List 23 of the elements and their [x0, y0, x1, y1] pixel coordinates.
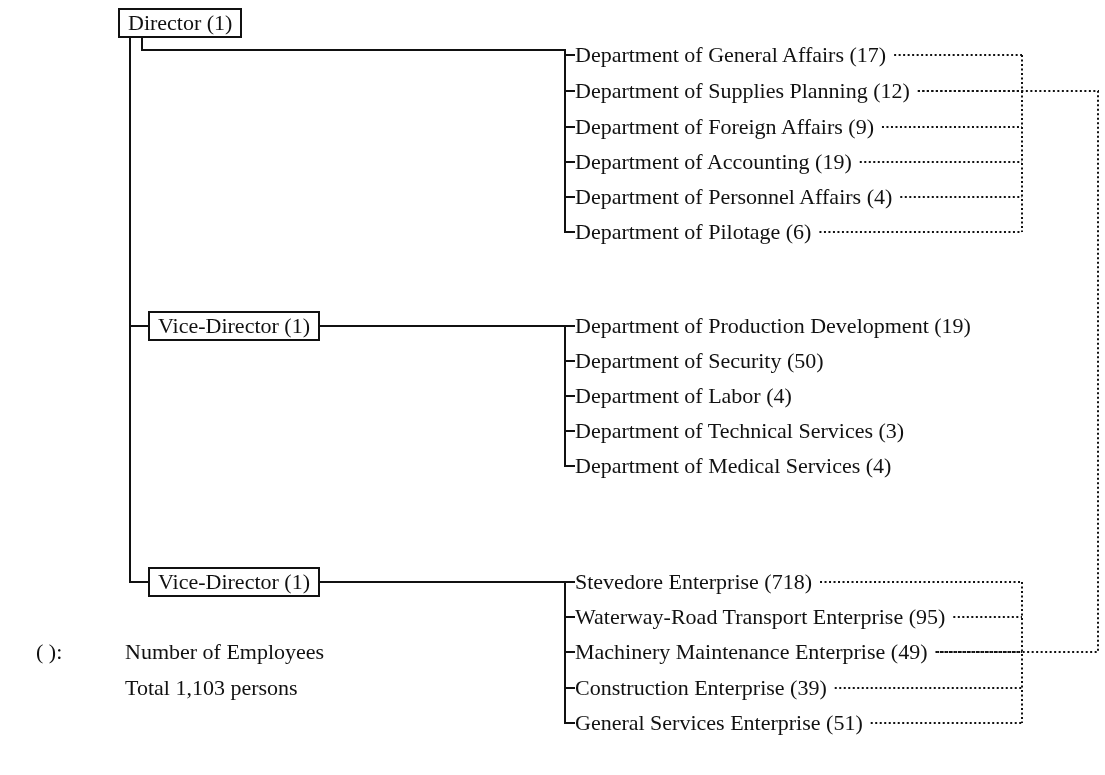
unit-label: Department of Foreign Affairs (9) [575, 114, 874, 140]
unit-label: Department of Supplies Planning (12) [575, 78, 910, 104]
legend-note: ( ): [36, 639, 63, 665]
unit-label: Department of Accounting (19) [575, 149, 852, 175]
unit-label: Department of Pilotage (6) [575, 219, 812, 245]
unit-label: Construction Enterprise (39) [575, 675, 827, 701]
dotted-connector [916, 90, 1099, 653]
unit-label: Department of Security (50) [575, 348, 824, 374]
unit-label: General Services Enterprise (51) [575, 710, 863, 736]
unit-label: Stevedore Enterprise (718) [575, 569, 813, 595]
position-box: Vice-Director (1) [148, 311, 320, 341]
position-box: Director (1) [118, 8, 243, 38]
unit-label: Machinery Maintenance Enterprise (49) [575, 639, 928, 665]
unit-label: Waterway-Road Transport Enterprise (95) [575, 604, 946, 630]
unit-label: Department of Technical Services (3) [575, 418, 905, 444]
unit-label: Department of General Affairs (17) [575, 42, 887, 68]
unit-label: Department of Labor (4) [575, 383, 792, 409]
unit-label: Department of Production Development (19) [575, 313, 971, 339]
legend-note: Number of Employees [125, 639, 325, 665]
legend-note: Total 1,103 persons [125, 675, 298, 701]
position-box: Vice-Director (1) [148, 567, 320, 597]
unit-label: Department of Medical Services (4) [575, 453, 892, 479]
unit-label: Department of Personnel Affairs (4) [575, 184, 893, 210]
